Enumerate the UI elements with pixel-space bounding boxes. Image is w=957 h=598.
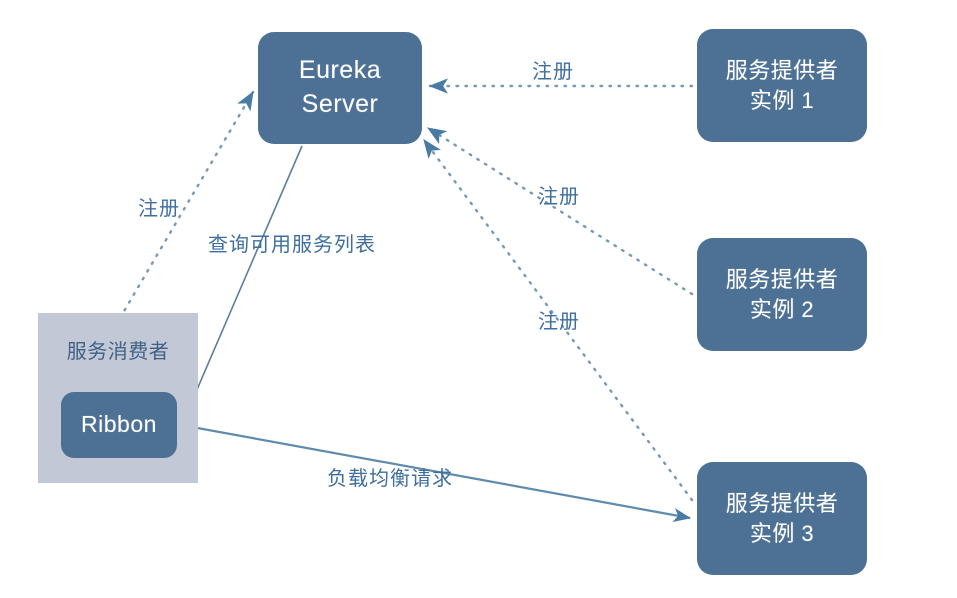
node-provider-3-line2: 实例 3: [749, 520, 815, 546]
edge-register-consumer: [118, 90, 255, 320]
node-eureka-server[interactable]: Eureka Server: [258, 32, 422, 144]
edge-label-register-provider-2: 注册: [538, 186, 580, 208]
node-provider-1-line2: 实例 1: [749, 87, 815, 113]
node-service-provider-instance-3[interactable]: 服务提供者 实例 3: [697, 462, 867, 575]
edge-label-load-balanced-request: 负载均衡请求: [327, 468, 453, 490]
node-provider-3-text: 服务提供者 实例 3: [726, 489, 839, 548]
edge-register-provider-3: [422, 138, 694, 502]
node-service-provider-instance-2[interactable]: 服务提供者 实例 2: [697, 238, 867, 351]
edge-register-provider-2: [426, 126, 694, 296]
edge-label-register-consumer: 注册: [138, 198, 180, 220]
edge-label-register-provider-3: 注册: [538, 311, 580, 333]
node-provider-1-line1: 服务提供者: [725, 57, 839, 83]
node-ribbon[interactable]: Ribbon: [61, 392, 177, 458]
node-eureka-server-label: Eureka Server: [298, 56, 382, 118]
node-provider-3-line1: 服务提供者: [725, 490, 839, 516]
service-consumer-label: 服务消费者: [66, 341, 170, 363]
edge-load-balanced-request: [180, 423, 692, 522]
node-provider-2-text: 服务提供者 实例 2: [726, 265, 839, 324]
node-service-provider-instance-1[interactable]: 服务提供者 实例 1: [697, 29, 867, 142]
edge-query-services: [185, 145, 303, 416]
node-ribbon-label: Ribbon: [81, 411, 157, 438]
edge-label-query-services: 查询可用服务列表: [208, 234, 376, 256]
node-provider-2-line1: 服务提供者: [725, 266, 839, 292]
node-provider-1-text: 服务提供者 实例 1: [726, 56, 839, 115]
node-provider-2-line2: 实例 2: [749, 296, 815, 322]
edge-label-register-provider-1: 注册: [532, 61, 574, 83]
